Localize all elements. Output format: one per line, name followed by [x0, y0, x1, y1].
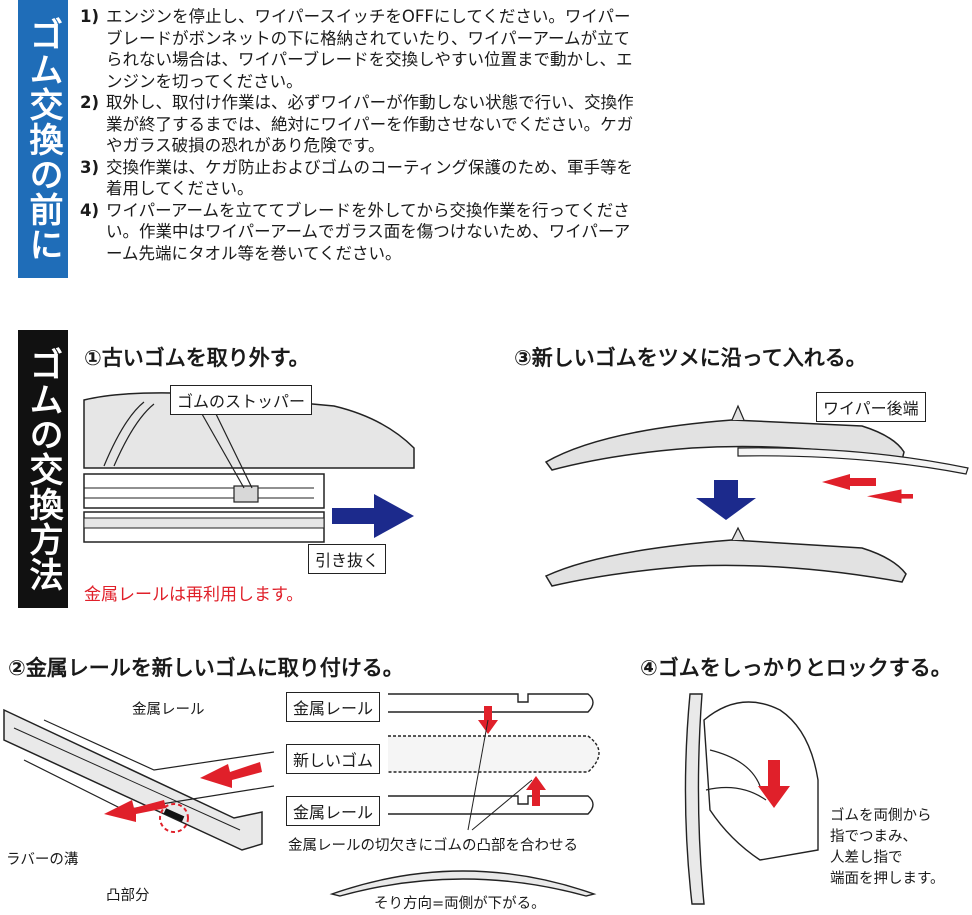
stopper-label: ゴムのストッパー	[170, 385, 313, 415]
curve-direction-illustration	[329, 870, 597, 897]
step4-heading: ④ゴムをしっかりとロックする。	[640, 656, 952, 680]
method-section-band: ゴムの交換方法	[18, 330, 68, 608]
step3-heading: ③新しいゴムをツメに沿って入れる。	[514, 346, 867, 370]
wiper-rear-end-label: ワイパー後端	[816, 392, 926, 422]
precaution-text: 交換作業は、ケガ防止およびゴムのコーティング保護のため、軍手等を着用してください…	[106, 157, 634, 199]
step4-hand-illustration	[684, 693, 819, 905]
diagram-metal-rail-bottom-label: 金属レール	[286, 796, 381, 826]
pull-out-label: 引き抜く	[308, 544, 387, 574]
diagram-metal-rail-top-label: 金属レール	[286, 692, 381, 722]
curve-direction-caption: そり方向=両側が下がる。	[374, 896, 546, 912]
step2-heading: ②金属レールを新しいゴムに取り付ける。	[8, 656, 404, 680]
bump-callout: 凸部分	[106, 888, 150, 904]
precaution-number: 2)	[80, 93, 100, 112]
step4-line: ゴムを両側から	[830, 808, 932, 824]
step1-illustration	[83, 392, 415, 543]
precaution-item: 2) 取外し、取付け作業は、必ずワイパーが作動しない状態で行い、交換作業が終了す…	[80, 92, 640, 157]
precaution-item: 4) ワイパーアームを立ててブレードを外してから交換作業を行ってください。作業中…	[80, 200, 640, 265]
precaution-text: エンジンを停止し、ワイパースイッチをOFFにしてください。ワイパーブレードがボン…	[106, 7, 633, 91]
rubber-groove-callout: ラバーの溝	[6, 852, 79, 868]
precaution-number: 1)	[80, 7, 100, 26]
precaution-number: 4)	[80, 200, 100, 220]
metal-rail-callout: 金属レール	[132, 702, 205, 718]
step4-line: 指でつまみ、	[830, 829, 917, 845]
before-section-band: ゴム交換の前に	[18, 0, 68, 278]
precaution-item: 3) 交換作業は、ケガ防止およびゴムのコーティング保護のため、軍手等を着用してく…	[80, 157, 640, 200]
alignment-caption: 金属レールの切欠きにゴムの凸部を合わせる	[288, 838, 578, 854]
precaution-item: 1) エンジンを停止し、ワイパースイッチをOFFにしてください。ワイパーブレード…	[80, 6, 640, 92]
step4-line: 端面を押します。	[830, 871, 945, 887]
step2-rail-illustration	[3, 708, 275, 851]
method-section-title: ゴムの交換方法	[23, 346, 63, 592]
step4-line: 人差し指で	[830, 850, 903, 866]
precaution-text: 取外し、取付け作業は、必ずワイパーが作動しない状態で行い、交換作業が終了するまで…	[106, 93, 634, 155]
precaution-text: ワイパーアームを立ててブレードを外してから交換作業を行ってください。作業中はワイ…	[106, 200, 631, 263]
reuse-rail-note: 金属レールは再利用します。	[84, 585, 304, 605]
before-section-title: ゴム交換の前に	[23, 16, 63, 262]
step3-illustration	[544, 404, 969, 587]
step4-instructions: ゴムを両側から 指でつまみ、 人差し指で 端面を押します。	[830, 806, 945, 890]
step2-alignment-diagram	[388, 693, 600, 831]
step1-heading: ①古いゴムを取り外す。	[84, 346, 310, 370]
precaution-list: 1) エンジンを停止し、ワイパースイッチをOFFにしてください。ワイパーブレード…	[80, 6, 640, 264]
precaution-number: 3)	[80, 157, 100, 177]
diagram-new-rubber-label: 新しいゴム	[286, 744, 381, 774]
